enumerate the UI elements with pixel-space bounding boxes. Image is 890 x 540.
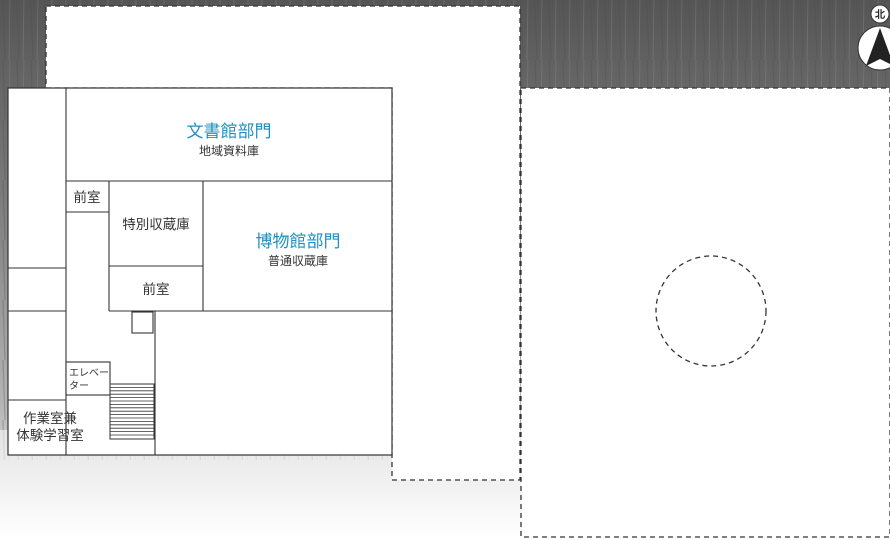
north-arrow-icon: 北 <box>857 4 890 71</box>
dashed-area-right <box>520 87 890 538</box>
north-label: 北 <box>875 8 885 21</box>
archives-room-label: 地域資料庫 <box>199 144 259 158</box>
elevator-label-line1: エレベー <box>69 367 109 379</box>
workroom-label-line1: 作業室兼 <box>23 410 77 427</box>
anteroom-left-label: 前室 <box>74 189 101 206</box>
elevator-box <box>65 361 111 396</box>
museum-room-label: 普通収蔵庫 <box>268 254 328 268</box>
dashed-circle <box>655 255 767 367</box>
workroom-label-line2: 体験学習室 <box>16 427 84 444</box>
elevator-label-line2: ター <box>69 380 89 392</box>
small-shaft <box>131 311 154 334</box>
archives-department-label: 文書館部門 <box>187 122 272 142</box>
museum-department-label: 博物館部門 <box>256 232 341 252</box>
anteroom-bottom-label: 前室 <box>143 281 170 298</box>
special-storage-label: 特別収蔵庫 <box>122 217 190 233</box>
stair-treads <box>110 386 154 436</box>
